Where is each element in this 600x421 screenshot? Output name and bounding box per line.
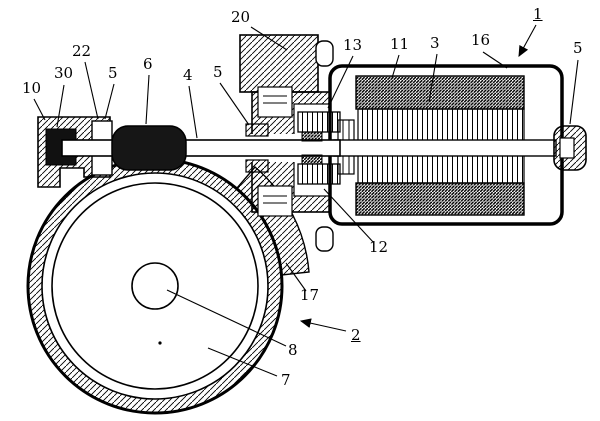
ref-label-30: 30 (54, 64, 74, 82)
housing-recess-top (257, 86, 293, 118)
shaft-bearing-upper (245, 123, 269, 137)
leader-2-arrow (299, 318, 347, 332)
coupling-teeth-top (297, 111, 341, 133)
leader-30 (56, 84, 65, 128)
leader-13 (327, 55, 354, 109)
leader-16 (482, 51, 508, 69)
shaft-bearing-lower (245, 159, 269, 173)
motor (328, 64, 587, 226)
leader-7 (207, 347, 278, 377)
leader-3 (428, 53, 438, 103)
ref-label-5-left: 5 (108, 64, 118, 82)
coupling-hub-bottom (301, 154, 323, 165)
leader-22 (84, 61, 99, 120)
motor-magnet-bottom (355, 182, 525, 216)
ref-label-3: 3 (430, 34, 440, 52)
ref-label-17: 17 (300, 286, 320, 304)
ref-label-5-mid: 5 (213, 63, 223, 81)
coupling-gear (297, 111, 341, 185)
motor-magnet-top (355, 75, 525, 110)
ref-label-4: 4 (183, 66, 193, 84)
worm-shaft (61, 139, 341, 157)
leader-4 (188, 85, 198, 139)
ref-label-16: 16 (471, 31, 491, 49)
motor-shaft-end (559, 137, 575, 159)
drive-shaft (61, 139, 341, 157)
wheel-hub-bore (131, 262, 179, 310)
gear-wheel (26, 157, 284, 415)
ref-label-6: 6 (143, 55, 153, 73)
ref-label-22: 22 (72, 42, 92, 60)
wheel-center-mark (158, 341, 162, 345)
mount-ear-top (315, 40, 334, 67)
ref-label-11: 11 (390, 35, 410, 53)
leader-6 (145, 74, 150, 125)
coupling-teeth-bottom (297, 163, 341, 185)
ref-label-5-right: 5 (573, 39, 583, 57)
leader-17 (285, 262, 307, 292)
leader-8 (166, 289, 287, 347)
worm (111, 125, 187, 171)
ref-label-10: 10 (22, 79, 42, 97)
leader-11 (391, 54, 400, 79)
leader-5-right (569, 59, 579, 125)
mount-ear-bottom (315, 226, 334, 252)
leader-lines (33, 24, 579, 377)
leader-12 (323, 188, 375, 244)
housing-top-block (239, 34, 319, 93)
ref-label-2: 2 (351, 326, 361, 344)
leader-20 (250, 26, 288, 51)
ref-label-13: 13 (343, 36, 363, 54)
motor-shaft (333, 139, 557, 157)
ref-label-12: 12 (369, 238, 389, 256)
leader-5-mid (219, 82, 250, 126)
housing-recess-bottom (257, 185, 293, 217)
ref-label-8: 8 (288, 341, 298, 359)
leader-10 (33, 98, 46, 121)
ref-label-20: 20 (231, 8, 251, 26)
leader-1-arrow (518, 24, 537, 57)
ref-label-1: 1 (533, 5, 543, 23)
coupling-hub-top (301, 131, 323, 142)
leader-5-left (104, 83, 115, 120)
worm-gear (111, 125, 187, 171)
ref-label-7: 7 (281, 371, 291, 389)
